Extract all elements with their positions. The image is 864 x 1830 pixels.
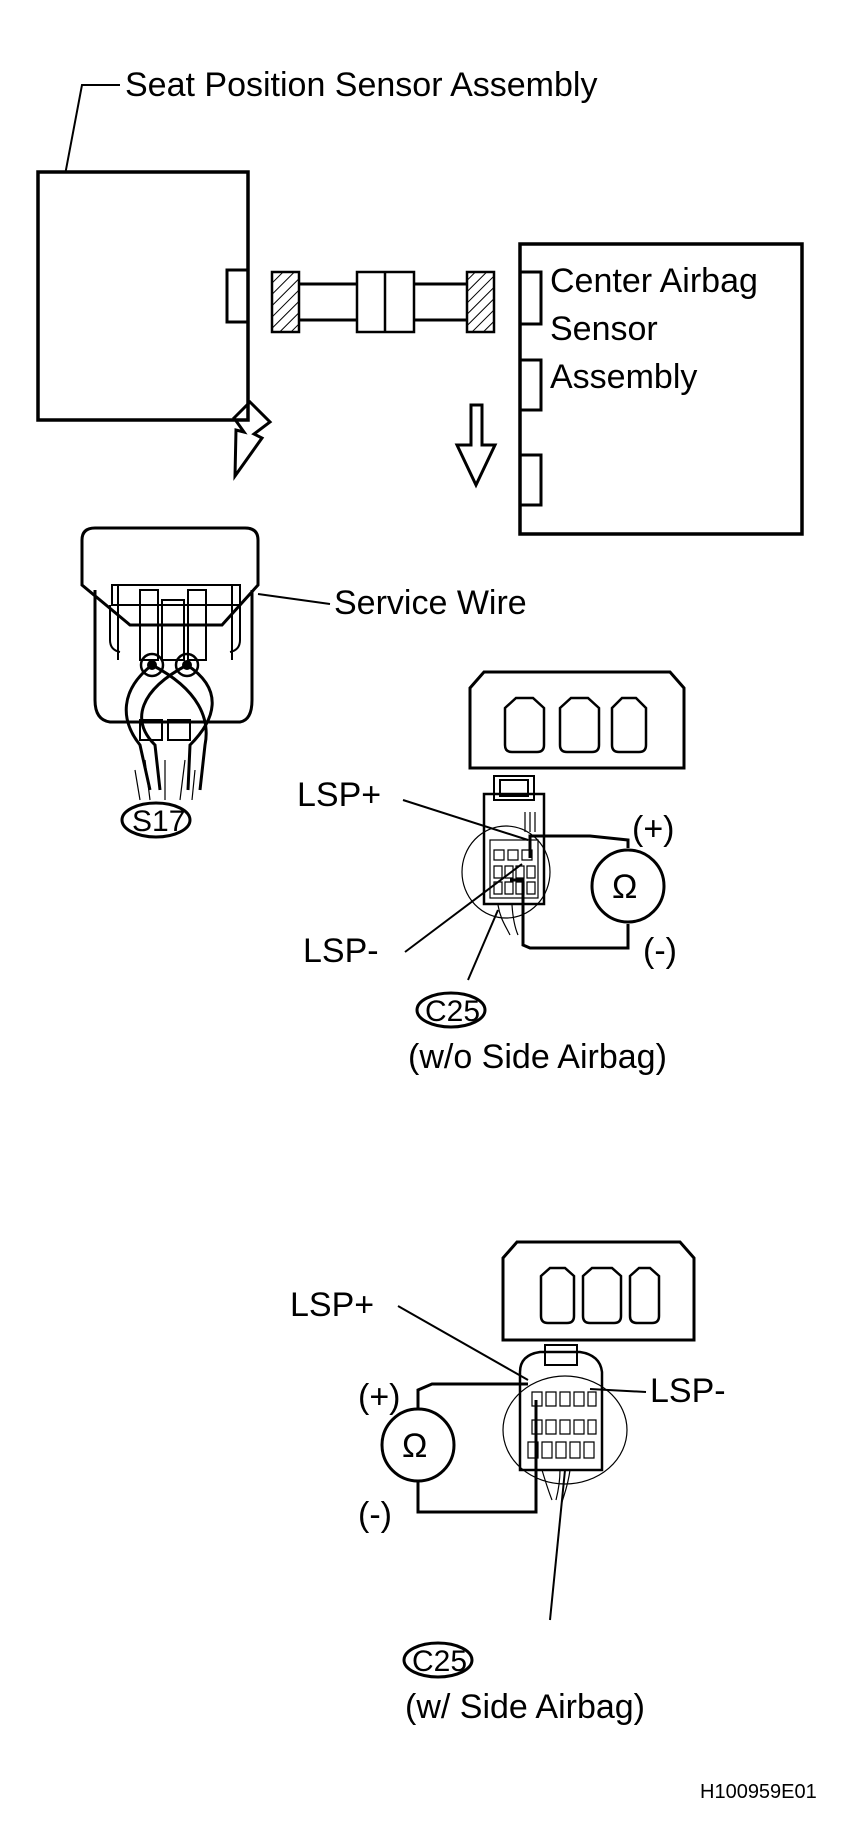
bottom-c25-connector-code: C25 bbox=[412, 1645, 467, 1678]
top-lsp-minus-label: LSP- bbox=[303, 932, 379, 970]
top-variant-label: (w/o Side Airbag) bbox=[408, 1038, 667, 1076]
document-id: H100959E01 bbox=[700, 1781, 817, 1803]
center-airbag-sensor-assembly: Center Airbag Sensor Assembly bbox=[518, 242, 804, 536]
c25-connector-without-side-airbag: LSP+ LSP- Ω (+) (-) C25 (w/o Side Airbag… bbox=[297, 670, 686, 1076]
bottom-variant-label: (w/ Side Airbag) bbox=[405, 1688, 645, 1726]
bottom-minus-label: (-) bbox=[358, 1496, 392, 1534]
top-lsp-plus-label: LSP+ bbox=[297, 776, 381, 814]
connector-cable bbox=[270, 270, 496, 334]
bottom-ohm-symbol: Ω bbox=[402, 1427, 427, 1465]
down-arrow-right-icon bbox=[454, 403, 498, 489]
bottom-lsp-minus-label: LSP- bbox=[650, 1372, 726, 1410]
top-c25-connector-code: C25 bbox=[425, 995, 480, 1028]
seat-position-sensor-assembly: Seat Position Sensor Assembly bbox=[36, 66, 597, 422]
down-arrow-left-icon bbox=[232, 399, 273, 481]
s17-connector-code: S17 bbox=[132, 805, 185, 838]
bottom-lsp-plus-label: LSP+ bbox=[290, 1286, 374, 1324]
c25-connector-with-side-airbag: LSP+ LSP- Ω (+) (-) C25 (w/ Side Airbag) bbox=[290, 1240, 726, 1726]
top-ohm-symbol: Ω bbox=[612, 868, 637, 906]
center-airbag-label-line1: Center Airbag bbox=[550, 262, 758, 300]
top-minus-label: (-) bbox=[643, 932, 677, 970]
top-plus-label: (+) bbox=[632, 810, 675, 848]
s17-connector: Service Wire S17 bbox=[80, 526, 527, 839]
service-wire-label: Service Wire bbox=[334, 584, 527, 622]
bottom-plus-label: (+) bbox=[358, 1378, 401, 1416]
seat-position-sensor-label: Seat Position Sensor Assembly bbox=[125, 66, 597, 104]
center-airbag-label-line3: Assembly bbox=[550, 358, 697, 396]
center-airbag-label-line2: Sensor bbox=[550, 310, 658, 348]
